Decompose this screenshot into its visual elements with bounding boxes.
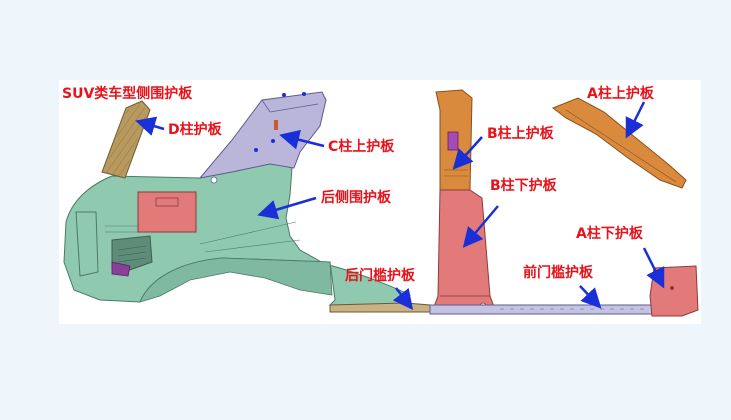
- callout-arrows: [135, 101, 665, 310]
- b-pillar-lower-trim-panel: [431, 189, 497, 313]
- arrow-to-a-pillar-upper: [625, 101, 646, 139]
- label-suv-side-trim: SUV类车型侧围护板: [62, 86, 193, 102]
- label-rear-quarter: 后侧围护板: [321, 190, 391, 206]
- speaker-grille: [111, 235, 153, 277]
- front-door-sill-trim-panel: [429, 304, 663, 315]
- arrow-to-a-pillar-lower: [642, 247, 665, 289]
- d-pillar-trim-panel: [101, 100, 151, 179]
- label-b-pillar-upper: B柱上护板: [487, 126, 554, 142]
- label-a-pillar-upper: A柱上护板: [587, 86, 654, 102]
- arrow-to-b-pillar-lower: [462, 205, 499, 248]
- arrow-to-c-pillar: [279, 129, 325, 150]
- rear-door-sill-trim-panel: [329, 302, 431, 313]
- label-c-pillar-upper: C柱上护板: [328, 139, 395, 155]
- rear-quarter-inner-pad: [137, 191, 197, 233]
- label-d-pillar: D柱护板: [168, 122, 222, 138]
- a-pillar-upper-trim-panel: [551, 97, 687, 189]
- label-front-door-sill: 前门槛护板: [523, 265, 593, 281]
- arrow-to-d-pillar: [135, 116, 165, 136]
- arrow-to-rear-door-sill: [392, 287, 414, 310]
- arrow-to-front-door-sill: [579, 285, 602, 309]
- b-pillar-upper-trim-panel: [435, 89, 473, 191]
- label-a-pillar-lower: A柱下护板: [576, 226, 643, 242]
- label-b-pillar-lower: B柱下护板: [490, 178, 557, 194]
- arrow-to-b-pillar-upper: [452, 136, 483, 170]
- c-pillar-upper-trim-panel: [198, 91, 327, 184]
- arrow-to-rear-quarter: [257, 196, 317, 220]
- label-rear-door-sill: 后门槛护板: [345, 268, 415, 284]
